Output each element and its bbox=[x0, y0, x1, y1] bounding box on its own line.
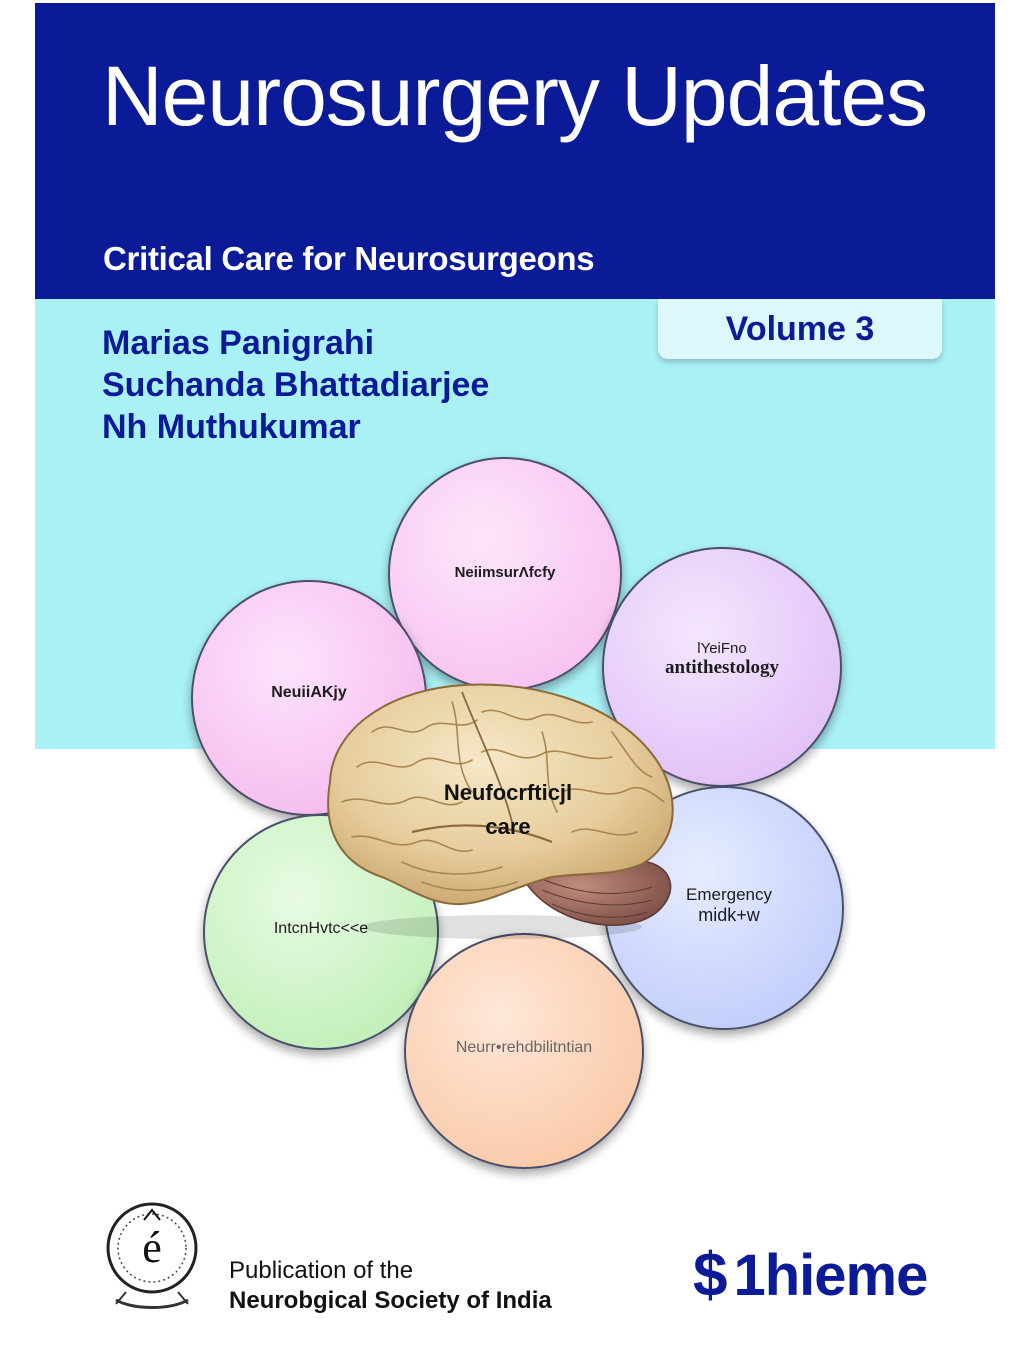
author-name: Marias Panigrahi bbox=[102, 324, 375, 362]
author-name: Suchanda Bhattadiarjee bbox=[102, 366, 490, 404]
petal-top: NeiimsurΛfcfy bbox=[388, 457, 622, 691]
petal-right-label-1: lYeiFno bbox=[697, 639, 747, 657]
center-label-line-2: care bbox=[485, 814, 531, 839]
petal-bottom: Neurr•rehdbilitntian bbox=[404, 933, 644, 1169]
book-subtitle: Critical Care for Neurosurgeons bbox=[103, 240, 595, 277]
volume-tab: Volume 3 bbox=[658, 299, 942, 359]
petal-bottom-label: Neurr•rehdbilitntian bbox=[455, 1039, 593, 1056]
petal-top-label: NeiimsurΛfcfy bbox=[454, 563, 556, 581]
svg-text:é: é bbox=[142, 1223, 162, 1272]
petal-right-label-2: antithestology bbox=[665, 656, 779, 678]
header-band bbox=[35, 3, 995, 299]
center-label-line-1: Neufocrfticjl bbox=[443, 780, 573, 805]
publication-note: Publication of the Neurobgical Society o… bbox=[229, 1256, 552, 1316]
publication-line-1: Publication of the bbox=[229, 1257, 414, 1284]
brain-illustration bbox=[327, 683, 674, 939]
petal-bottom-right-label-1: Emergency bbox=[686, 884, 772, 904]
publisher-logo: $ 1hieme bbox=[693, 1240, 928, 1311]
publisher-name: 1hieme bbox=[733, 1243, 928, 1308]
petal-left-label: NeuiiAKjy bbox=[271, 684, 347, 701]
petal-bottom-left-label: IntcnHvtc<<e bbox=[273, 920, 369, 937]
publication-line-2: Neurobgical Society of India bbox=[229, 1287, 552, 1314]
center-label: Neufocrfticjl care bbox=[410, 776, 606, 844]
book-title: Neurosurgery Updates bbox=[102, 49, 928, 143]
author-name: Nh Muthukumar bbox=[102, 408, 361, 446]
society-seal-icon: é bbox=[106, 1202, 198, 1309]
author-list: Marias Panigrahi Suchanda Bhattadiarjee … bbox=[102, 322, 489, 448]
publisher-mark-icon: $ bbox=[693, 1241, 728, 1310]
petal-bottom-right-text: Emergency midk+w bbox=[686, 885, 772, 926]
petal-right-text: lYeiFno antithestology bbox=[665, 640, 779, 679]
petal-bottom-right-label-2: midk+w bbox=[698, 904, 760, 925]
